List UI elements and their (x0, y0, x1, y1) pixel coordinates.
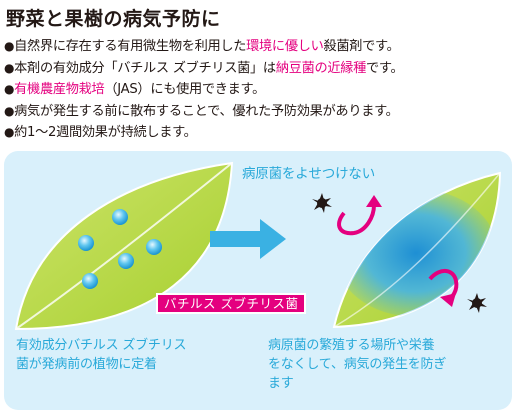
caption-line: をなくして、病気の発生を防ぎ (268, 357, 447, 372)
bullet-text: 自然界に存在する有用微生物を利用した (14, 39, 247, 54)
bacteria-dot-icon (78, 235, 94, 251)
bullet-text: です。 (366, 60, 404, 76)
bullet-icon: ● (4, 82, 15, 96)
bullet-icon: ● (4, 39, 15, 53)
bullet-highlight: 有機農産物栽培 (14, 82, 105, 97)
bacteria-dot-icon (118, 253, 134, 269)
bullet-text: 殺菌剤です。 (323, 39, 400, 54)
diagram-graphic (14, 161, 502, 331)
top-caption: 病原菌をよせつけない (242, 166, 375, 182)
caption-line: ます (268, 376, 294, 391)
bullet-highlight: 環境に優しい (246, 39, 324, 54)
list-item: ●病気が発生する前に散布することで、優れた予防効果があります。 (4, 101, 403, 123)
left-leaf-icon (14, 161, 234, 331)
deflect-arrow-icon (428, 269, 459, 307)
feature-list: ●自然界に存在する有用微生物を利用した環境に優しい殺菌剤です。 ●本剤の有効成分… (4, 36, 404, 144)
caption-line: 有効成分バチルス ズブチリス (16, 338, 187, 353)
list-item: ●約1〜2週間効果が持続します。 (4, 122, 403, 144)
page-title: 野菜と果樹の病気予防に (6, 8, 221, 30)
caption-line: 病原菌の繁殖する場所や栄養 (268, 338, 435, 353)
pathogen-icon (467, 293, 487, 313)
bacteria-dots (78, 209, 162, 289)
bullet-text: 病気が発生する前に散布することで、優れた予防効果があります。 (14, 103, 399, 119)
bullet-text: （JAS）にも使用できます。 (104, 82, 265, 97)
deflect-arrow-icon (337, 195, 382, 236)
pathogen-icon (312, 193, 332, 213)
bullet-text: 本剤の有効成分「バチルス ズブチリス菌」は (14, 60, 276, 76)
diagram-panel: 病原菌をよせつけない バチルス ズブチリス菌 有効成分バチルス ズブチリス 菌が… (4, 151, 512, 410)
bullet-highlight: 納豆菌の近縁種 (275, 60, 367, 76)
bacteria-dot-icon (82, 273, 98, 289)
list-item: ●自然界に存在する有用微生物を利用した環境に優しい殺菌剤です。 (4, 36, 403, 58)
right-caption: 病原菌の繁殖する場所や栄養 をなくして、病気の発生を防ぎ ます (268, 336, 446, 393)
process-arrow-icon (210, 219, 286, 259)
bullet-icon: ● (4, 125, 15, 139)
left-caption: 有効成分バチルス ズブチリス 菌が発病前の植物に定着 (16, 336, 187, 374)
list-item: ●本剤の有効成分「バチルス ズブチリス菌」は納豆菌の近縁種です。 (4, 58, 404, 80)
list-item: ●有機農産物栽培（JAS）にも使用できます。 (4, 79, 403, 101)
bullet-text: 約1〜2週間効果が持続します。 (14, 125, 197, 140)
bullet-icon: ● (4, 103, 15, 118)
bacteria-dot-icon (146, 239, 162, 255)
bacteria-label: バチルス ズブチリス菌 (156, 293, 307, 314)
bullet-icon: ● (4, 60, 15, 75)
bacteria-dot-icon (112, 209, 128, 225)
caption-line: 菌が発病前の植物に定着 (16, 357, 157, 372)
